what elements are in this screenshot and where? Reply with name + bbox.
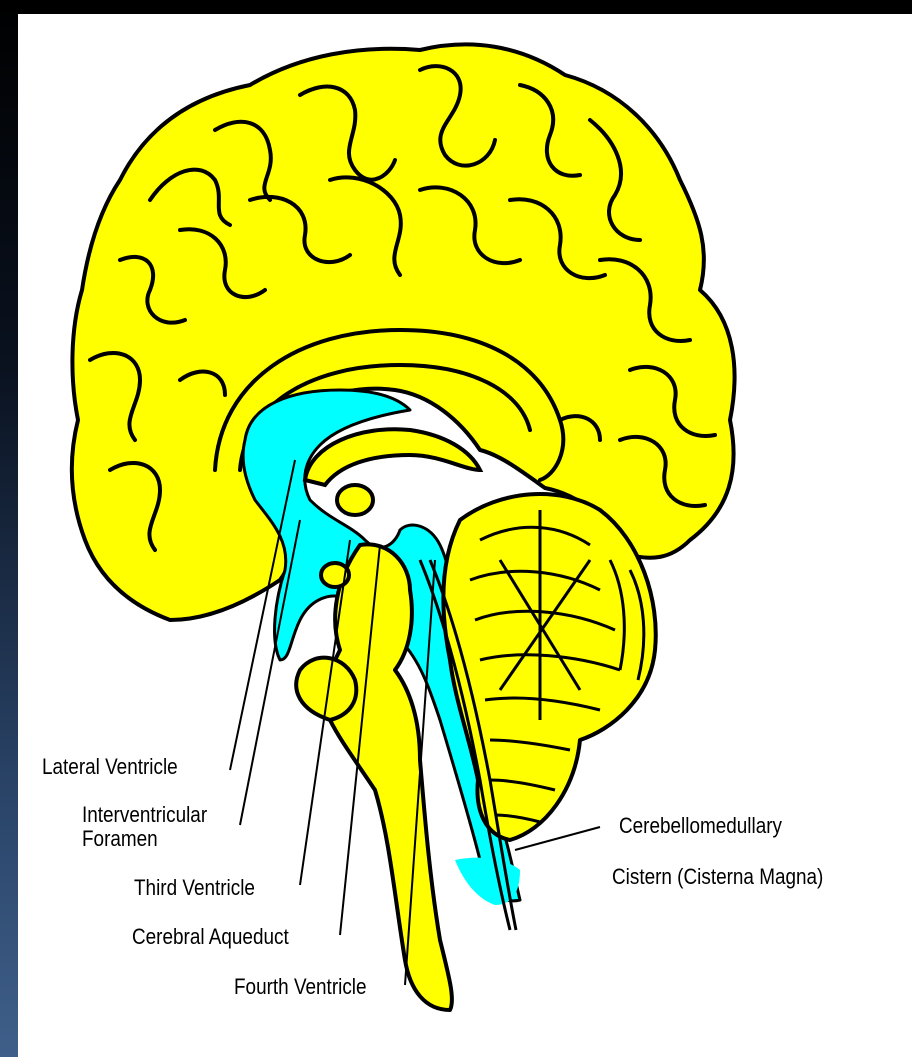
- label-cisterna-magna: Cistern (Cisterna Magna): [612, 865, 823, 889]
- label-foramen: Foramen: [82, 827, 158, 851]
- label-cerebral-aqueduct: Cerebral Aqueduct: [132, 925, 289, 949]
- label-cerebellomedullary: Cerebellomedullary: [619, 814, 782, 838]
- label-lateral-ventricle: Lateral Ventricle: [42, 755, 178, 779]
- label-fourth-ventricle: Fourth Ventricle: [234, 975, 367, 999]
- label-third-ventricle: Third Ventricle: [134, 876, 255, 900]
- label-interventricular: Interventricular: [82, 803, 207, 827]
